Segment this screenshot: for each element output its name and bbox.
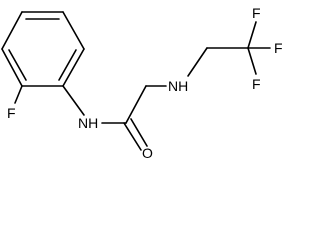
ring-double-bond-right	[58, 49, 77, 81]
fluorine-ring-label: F	[7, 105, 16, 121]
bond-carbonyl-ch2	[125, 85, 147, 124]
ring-bond-5	[1, 48, 23, 87]
ring-bond-3	[62, 48, 85, 87]
bond-carbonyl-oxygen-2	[130, 118, 148, 147]
cf3-fluorine-top-label: F	[252, 5, 261, 21]
bond-cf3-f-bottom	[247, 47, 257, 75]
amine-nh-label: NH	[168, 78, 188, 94]
bond-carbonyl-oxygen-1	[123, 122, 142, 151]
benzene-ring	[1, 11, 85, 87]
bond-ring-fluorine	[14, 85, 23, 104]
amide-nh-label: NH	[78, 115, 98, 131]
carbonyl-oxygen-label: O	[142, 145, 153, 160]
ring-bond-6	[1, 11, 23, 50]
structure-diagram: F NH O NH F F F	[1, 5, 283, 160]
cf3-fluorine-bottom-label: F	[252, 76, 261, 92]
cf3-fluorine-right-label: F	[274, 40, 283, 56]
ring-bond-2	[62, 11, 85, 50]
bond-cf3-f-top	[247, 21, 257, 49]
bond-ring-amide-n	[62, 85, 85, 116]
ring-double-bond-left	[8, 49, 27, 81]
bond-amine-n-ch2	[187, 47, 208, 77]
